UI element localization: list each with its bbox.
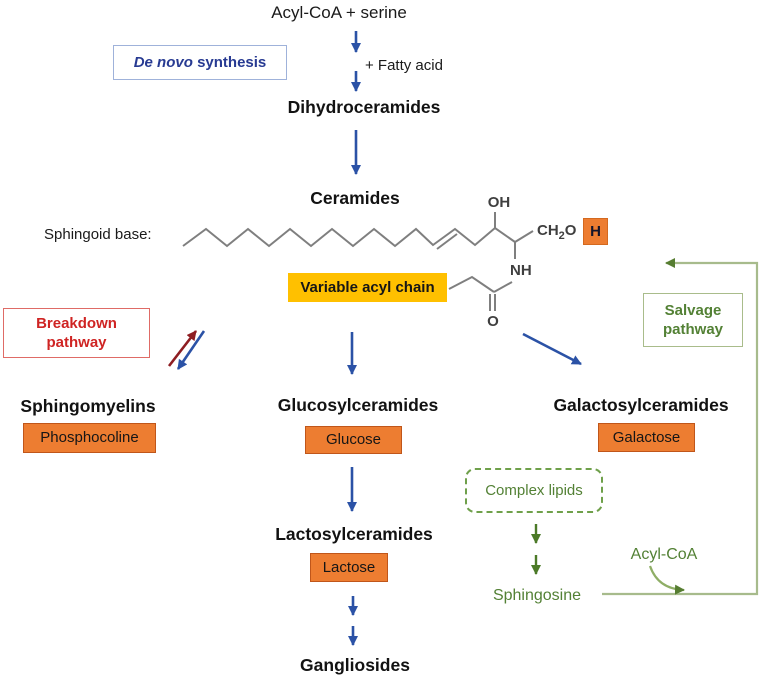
acylcoa-curved-arrow xyxy=(648,565,685,595)
lactosylceramides-label: Lactosylceramides xyxy=(275,524,433,544)
arrow-sphingomyelins-to-ceramides xyxy=(167,330,198,367)
substrate-label: Acyl-CoA + serine xyxy=(271,3,407,22)
double-bond-line xyxy=(436,233,458,250)
phosphocoline-box: Phosphocoline xyxy=(23,423,156,453)
glucose-box: Glucose xyxy=(305,426,402,454)
de-novo-italic-label: De novo xyxy=(133,54,193,71)
ch2o-label: CH2O xyxy=(537,222,576,242)
acyl-coa-label: Acyl-CoA xyxy=(630,546,698,563)
nh-carbonyl-bond xyxy=(493,281,513,293)
galactose-box: Galactose xyxy=(598,423,695,452)
de-novo-synthesis-box: De novo synthesis xyxy=(113,45,287,80)
carbonyl-o-label: O xyxy=(487,313,499,330)
blue-arrows xyxy=(176,31,582,646)
nh-label: NH xyxy=(510,262,532,279)
fatty-acid-label: + Fatty acid xyxy=(365,57,443,74)
salvage-line2: pathway xyxy=(662,320,723,338)
ch2o-o: O xyxy=(564,222,577,239)
lactose-box: Lactose xyxy=(310,553,388,582)
sphingomyelins-label: Sphingomyelins xyxy=(20,396,156,416)
sphingoid-base-label: Sphingoid base: xyxy=(44,226,152,243)
ch2o-c: CH xyxy=(537,222,559,239)
arrow-ceramides-to-galactosyl xyxy=(522,332,582,366)
breakdown-line2: pathway xyxy=(46,333,107,351)
gangliosides-label: Gangliosides xyxy=(300,655,410,675)
de-novo-rest-label: synthesis xyxy=(192,54,267,71)
glucosylceramides-label: Glucosylceramides xyxy=(277,395,439,415)
ceramide-structure xyxy=(182,212,534,311)
acyl-chain-bond xyxy=(448,275,495,293)
sphingoid-chain xyxy=(182,226,534,248)
variable-acyl-chain-box: Variable acyl chain xyxy=(288,273,447,302)
breakdown-pathway-box: Breakdown pathway xyxy=(3,308,150,358)
complex-lipids-box: Complex lipids xyxy=(465,468,603,513)
h-orange-box: H xyxy=(583,218,608,245)
dihydroceramides-label: Dihydroceramides xyxy=(287,97,441,117)
oh-label: OH xyxy=(487,194,511,211)
salvage-pathway-box: Salvage pathway xyxy=(643,293,743,347)
ceramides-label: Ceramides xyxy=(310,188,400,208)
arrow-ceramides-to-sphingomyelins xyxy=(176,330,206,370)
salvage-line1: Salvage xyxy=(664,302,722,319)
breakdown-line1: Breakdown xyxy=(36,315,117,332)
galactosylceramides-label: Galactosylceramides xyxy=(553,395,729,415)
ch2o-sub: 2 xyxy=(558,230,565,242)
sphingosine-label: Sphingosine xyxy=(492,587,582,604)
